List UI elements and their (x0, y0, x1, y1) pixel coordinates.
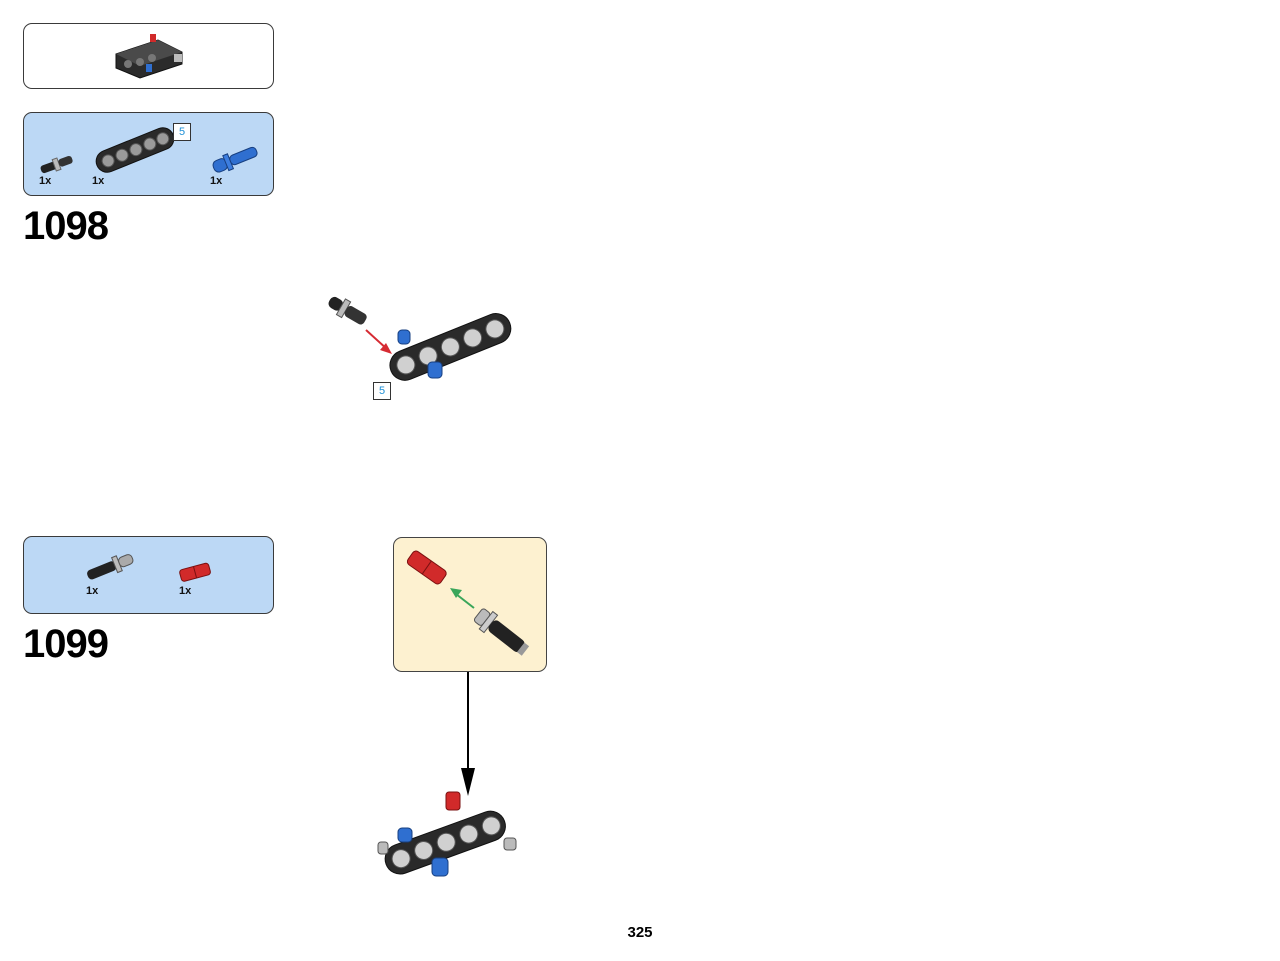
long-pin-with-bush-icon (87, 554, 134, 580)
part-qty: 1x (86, 585, 99, 597)
step-number-1099: 1099 (23, 622, 109, 666)
callout-pointer-arrow (461, 672, 475, 796)
green-insert-arrow (455, 593, 475, 609)
blue-pin-bottom (427, 361, 443, 379)
blue-axle-pin-icon (212, 146, 258, 173)
red-connector-icon (179, 562, 211, 582)
step-1099-assembly (377, 791, 517, 877)
submodel-icon (115, 34, 183, 79)
red-connector-on-beam (445, 791, 461, 811)
beam-5-part (389, 313, 512, 381)
callout-subassembly (406, 550, 530, 656)
step-number-1098: 1098 (23, 204, 109, 248)
blue-pin-bottom (431, 857, 449, 877)
part-qty: 1x (210, 175, 223, 187)
step-1099-parts-box: 1x 1x (23, 536, 274, 614)
long-pin-part (473, 608, 530, 656)
blue-pin-top (397, 827, 413, 843)
grey-pin-right (503, 837, 517, 851)
beam-5-icon (95, 127, 175, 173)
step-1098-parts-box: 1x 1x 5 1x (23, 112, 274, 196)
submodel-preview-box (23, 23, 274, 89)
part-qty: 1x (92, 175, 105, 187)
part-qty: 1x (179, 585, 192, 597)
page-number: 325 (627, 924, 653, 941)
beam-length-label: 5 (173, 123, 191, 141)
pin-with-bush-part (328, 296, 367, 325)
step-1099-callout-box (393, 537, 547, 672)
red-connector-part (406, 550, 447, 585)
pin-with-bush-icon (40, 155, 73, 174)
beam-5-part (384, 810, 506, 875)
step-1098-assembly (328, 296, 512, 381)
part-qty: 1x (39, 175, 52, 187)
blue-pin-top (397, 329, 411, 345)
grey-pin-end (377, 841, 389, 855)
assembly-length-label: 5 (373, 382, 391, 400)
